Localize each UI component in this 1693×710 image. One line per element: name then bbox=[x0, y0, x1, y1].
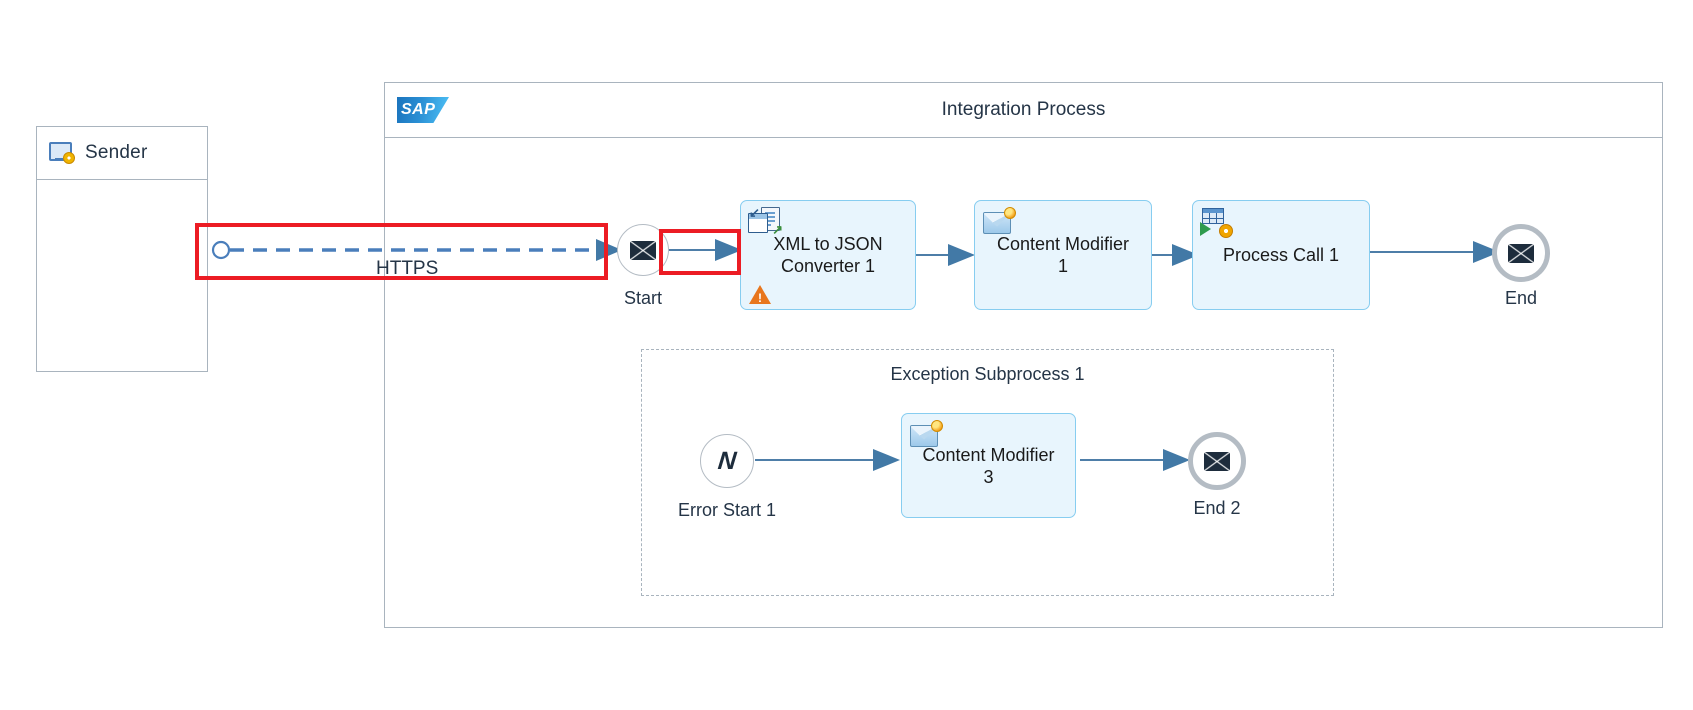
sender-system-icon bbox=[49, 141, 75, 165]
task-label: Content Modifier 1 bbox=[996, 234, 1130, 276]
error-start-event[interactable]: N bbox=[700, 434, 754, 488]
process-call-icon bbox=[1200, 207, 1234, 239]
task-label: Content Modifier 3 bbox=[922, 444, 1055, 487]
content-modifier-icon bbox=[982, 207, 1016, 239]
task-content-modifier-3[interactable]: Content Modifier 3 bbox=[901, 413, 1076, 518]
end-event[interactable] bbox=[1492, 224, 1550, 282]
sender-pool-header: Sender bbox=[37, 127, 207, 180]
error-start-event-label: Error Start 1 bbox=[677, 500, 777, 520]
task-content-modifier-1[interactable]: Content Modifier 1 bbox=[974, 200, 1152, 310]
message-flow-label: HTTPS bbox=[376, 258, 439, 279]
sender-participant-pool[interactable]: Sender bbox=[36, 126, 208, 372]
end-event-label: End bbox=[1504, 288, 1538, 308]
content-modifier-icon bbox=[909, 420, 943, 452]
message-start-event-icon bbox=[630, 240, 656, 260]
task-label: Process Call 1 bbox=[1222, 245, 1340, 265]
message-end-event-icon bbox=[1204, 451, 1230, 471]
exception-subprocess-container[interactable]: Exception Subprocess 1 bbox=[641, 349, 1334, 596]
integration-process-header: SAP Integration Process bbox=[385, 83, 1662, 138]
warning-triangle-icon: ! bbox=[749, 285, 771, 305]
task-xml-to-json-converter-1[interactable]: ↙ ↗ XML to JSON Converter 1 ! bbox=[740, 200, 916, 310]
sap-logo: SAP bbox=[397, 97, 449, 123]
exception-subprocess-title: Exception Subprocess 1 bbox=[890, 364, 1085, 384]
sender-pool-title: Sender bbox=[85, 142, 148, 163]
integration-process-pool[interactable]: SAP Integration Process Exception Subpro… bbox=[384, 82, 1663, 628]
start-event-label: Start bbox=[623, 288, 662, 308]
xml-to-json-converter-icon: ↙ ↗ bbox=[748, 205, 783, 237]
start-to-converter-highlight bbox=[659, 229, 741, 275]
integration-process-title: Integration Process bbox=[941, 99, 1106, 120]
error-start-event-icon: N bbox=[716, 446, 738, 475]
message-flow-highlight bbox=[195, 223, 608, 280]
end-event-2[interactable] bbox=[1188, 432, 1246, 490]
message-end-event-icon bbox=[1508, 243, 1534, 263]
end-event-2-label: End 2 bbox=[1193, 498, 1241, 518]
task-label: XML to JSON Converter 1 bbox=[773, 234, 883, 276]
task-process-call-1[interactable]: Process Call 1 bbox=[1192, 200, 1370, 310]
